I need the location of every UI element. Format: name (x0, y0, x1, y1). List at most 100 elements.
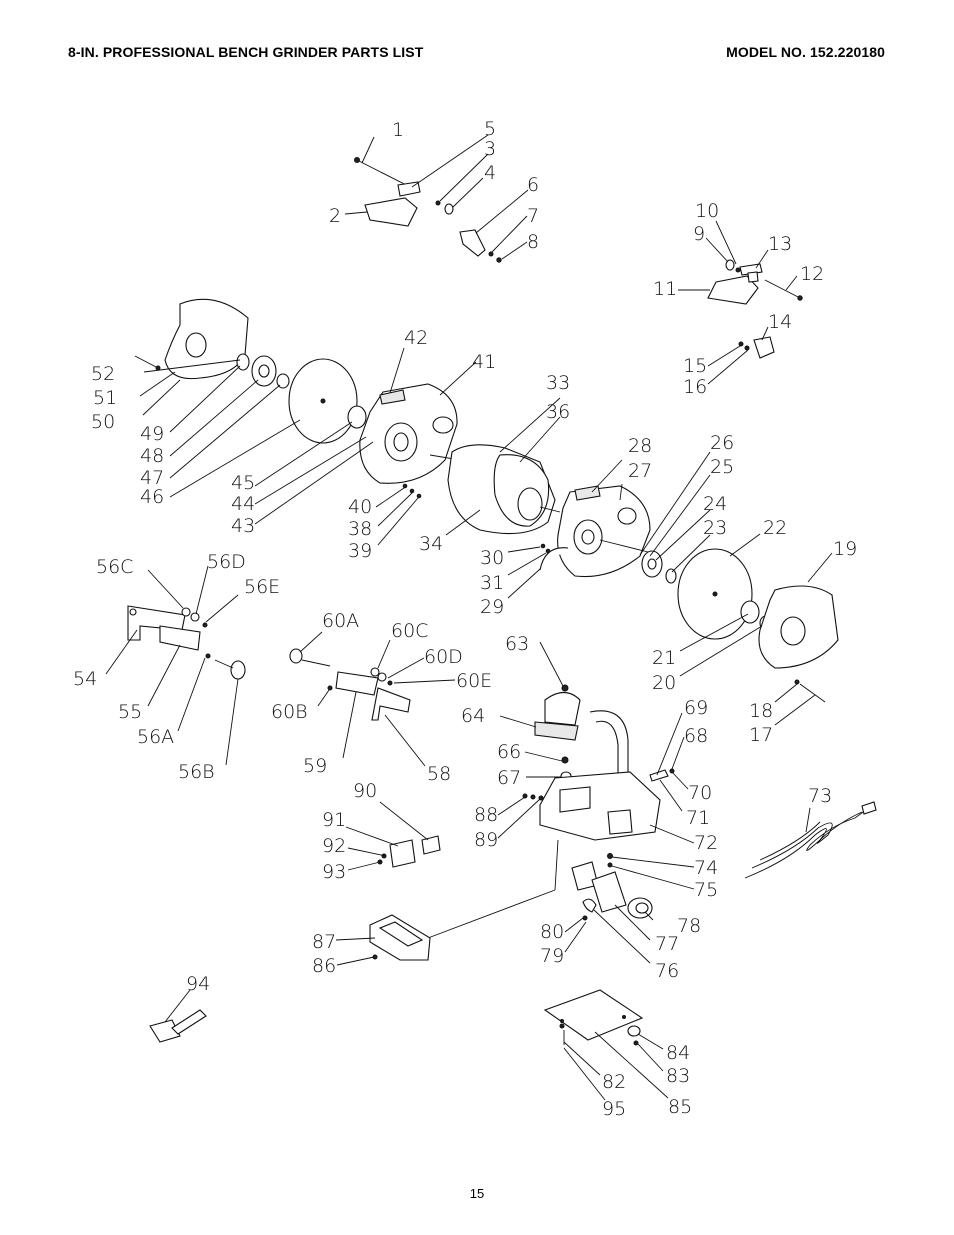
label-47: 47 (140, 467, 164, 489)
label-19: 19 (833, 538, 857, 560)
left-wheel-guard-assembly (134, 298, 477, 546)
label-24: 24 (703, 493, 727, 515)
label-22: 22 (763, 517, 787, 539)
label-85: 85 (668, 1096, 692, 1118)
label-20: 20 (652, 672, 676, 694)
label-41: 41 (472, 351, 496, 373)
label-5: 5 (484, 118, 496, 140)
label-2: 2 (329, 205, 341, 227)
label-64: 64 (461, 705, 485, 727)
label-60a: 60A (322, 610, 359, 632)
label-15: 15 (683, 355, 707, 377)
power-cord (744, 801, 877, 879)
label-58: 58 (427, 763, 451, 785)
label-8: 8 (527, 231, 539, 253)
label-75: 75 (694, 879, 718, 901)
label-13: 13 (768, 233, 792, 255)
label-56e: 56E (244, 576, 280, 598)
label-25: 25 (710, 456, 734, 478)
label-78: 78 (677, 915, 701, 937)
label-30: 30 (480, 547, 504, 569)
label-33: 33 (546, 372, 570, 394)
label-3: 3 (484, 138, 496, 160)
label-74: 74 (694, 857, 718, 879)
eye-shield-left-assembly (344, 134, 529, 263)
label-59: 59 (303, 755, 327, 777)
label-36: 36 (546, 401, 570, 423)
label-44: 44 (231, 493, 255, 515)
label-1: 1 (392, 119, 404, 141)
label-46: 46 (140, 486, 164, 508)
label-72: 72 (694, 832, 718, 854)
label-67: 67 (497, 767, 521, 789)
page-number: 15 (469, 1186, 485, 1201)
label-51: 51 (93, 387, 117, 409)
label-88: 88 (474, 804, 498, 826)
label-17: 17 (749, 724, 773, 746)
label-40: 40 (348, 496, 372, 518)
label-63: 63 (505, 633, 529, 655)
label-79: 79 (540, 945, 564, 967)
label-49: 49 (140, 423, 164, 445)
label-39: 39 (348, 540, 372, 562)
label-7: 7 (527, 205, 539, 227)
label-60c: 60C (391, 620, 428, 642)
label-38: 38 (348, 518, 372, 540)
lamp-and-base-assembly (427, 547, 695, 939)
label-84: 84 (666, 1042, 690, 1064)
label-52: 52 (91, 363, 115, 385)
callout-labels: 1 2 3 4 5 6 7 8 9 10 11 12 13 14 15 16 1… (73, 118, 857, 1120)
left-tool-rest-assembly (105, 565, 246, 766)
label-21: 21 (652, 647, 676, 669)
label-11: 11 (653, 278, 677, 300)
label-95: 95 (602, 1098, 626, 1120)
label-86: 86 (312, 955, 336, 977)
label-16: 16 (683, 376, 707, 398)
label-83: 83 (666, 1065, 690, 1087)
label-94: 94 (186, 973, 210, 995)
tray (335, 914, 431, 966)
label-28: 28 (628, 435, 652, 457)
label-14: 14 (768, 311, 792, 333)
base-plate (543, 989, 669, 1101)
label-76: 76 (655, 960, 679, 982)
label-55: 55 (118, 701, 142, 723)
eye-shield-right-assembly (678, 220, 803, 385)
label-26: 26 (710, 432, 734, 454)
label-77: 77 (655, 933, 679, 955)
right-tool-rest-assembly (289, 631, 456, 767)
label-48: 48 (140, 445, 164, 467)
label-34: 34 (419, 533, 443, 555)
label-92: 92 (322, 835, 346, 857)
label-42: 42 (404, 327, 428, 349)
label-69: 69 (684, 697, 708, 719)
label-91: 91 (322, 809, 346, 831)
label-60e: 60E (456, 670, 492, 692)
label-50: 50 (91, 411, 115, 433)
model-number: MODEL NO. 152.220180 (726, 44, 885, 60)
label-82: 82 (602, 1071, 626, 1093)
label-56d: 56D (207, 551, 246, 573)
label-6: 6 (527, 174, 539, 196)
label-60d: 60D (424, 646, 463, 668)
page-title: 8-IN. PROFESSIONAL BENCH GRINDER PARTS L… (68, 44, 424, 60)
label-29: 29 (480, 596, 504, 618)
label-56b: 56B (178, 761, 215, 783)
label-56a: 56A (137, 726, 174, 748)
label-23: 23 (703, 517, 727, 539)
label-43: 43 (231, 515, 255, 537)
label-87: 87 (312, 931, 336, 953)
label-12: 12 (800, 263, 824, 285)
label-18: 18 (749, 700, 773, 722)
label-90: 90 (353, 780, 377, 802)
label-4: 4 (484, 162, 496, 184)
label-80: 80 (540, 921, 564, 943)
label-27: 27 (628, 460, 652, 482)
label-73: 73 (808, 785, 832, 807)
label-70: 70 (688, 782, 712, 804)
wrench (149, 989, 207, 1043)
label-71: 71 (686, 807, 710, 829)
label-54: 54 (73, 668, 97, 690)
tubes-and-clamp (564, 861, 654, 964)
